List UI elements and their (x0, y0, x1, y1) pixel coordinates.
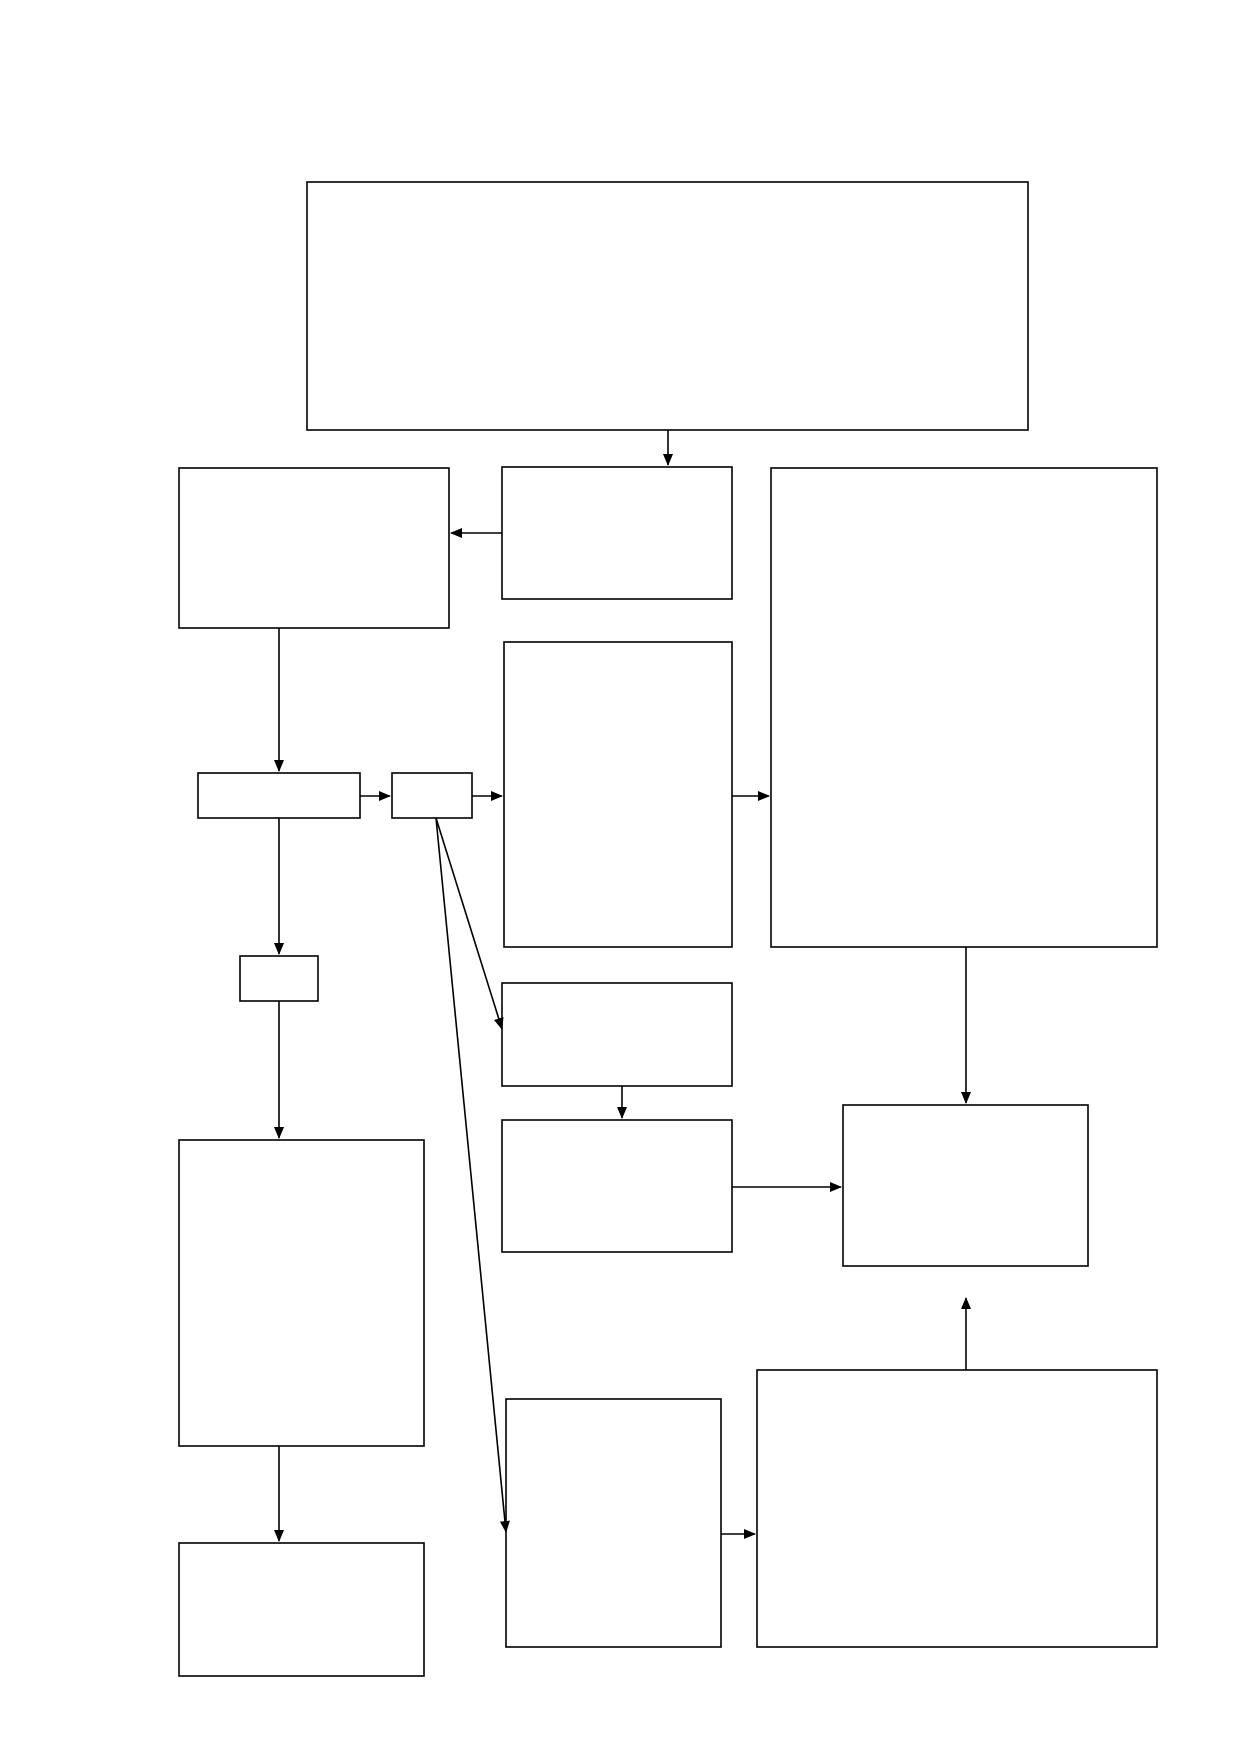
center-lower-box (501, 1119, 733, 1253)
left-bottom-box (178, 1542, 425, 1677)
left-small-box (239, 955, 319, 1002)
right-mid-box (842, 1104, 1089, 1267)
center-tall-box (503, 641, 733, 948)
right-bottom-box (756, 1369, 1158, 1648)
small-junction-box (391, 772, 473, 819)
edge-junction-to-center-mid (435, 817, 504, 1030)
center-bottom-box (505, 1398, 722, 1648)
left-upper-box (178, 467, 450, 629)
edge-junction-to-center-bottom (435, 817, 510, 1533)
center-upper-box (501, 466, 733, 600)
left-tall-box (178, 1139, 425, 1447)
right-tall-box (770, 467, 1158, 948)
top-box (306, 181, 1029, 431)
center-mid-box (501, 982, 733, 1087)
left-wide-small-box (197, 772, 361, 819)
